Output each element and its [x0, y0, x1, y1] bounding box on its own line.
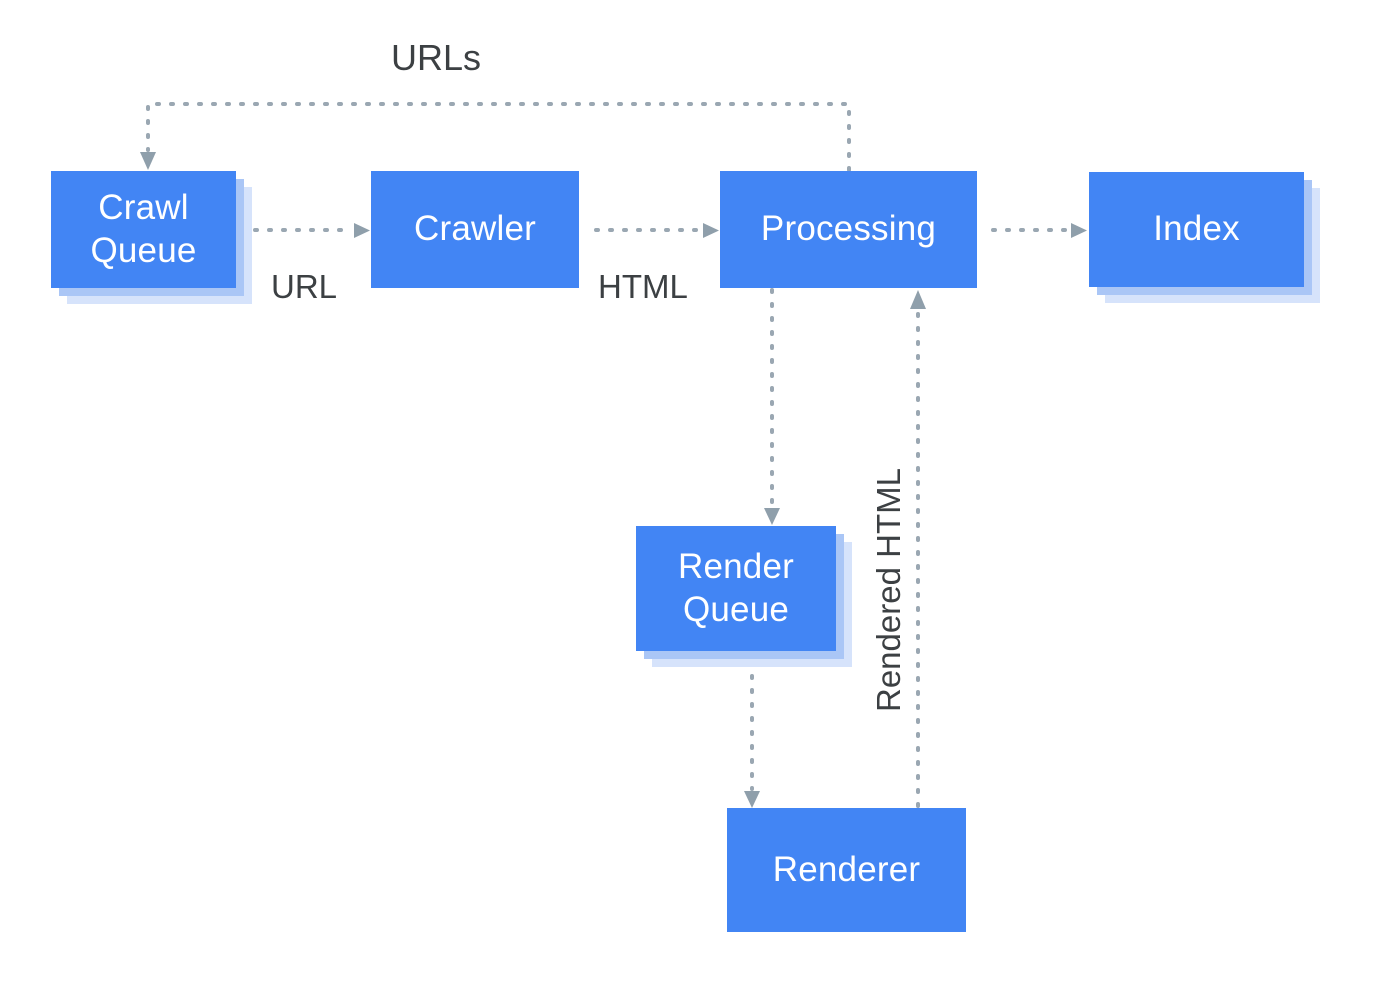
edge-processing-to-index — [991, 223, 1087, 238]
edge-render-queue-to-renderer — [744, 674, 760, 808]
node-renderer-label: Renderer — [772, 849, 921, 889]
edge-label-rendered-html: Rendered HTML — [870, 468, 907, 712]
node-render-queue-label: Render Queue — [678, 546, 794, 629]
node-index[interactable]: Index — [1089, 172, 1304, 287]
node-crawl-queue[interactable]: Crawl Queue — [51, 171, 236, 288]
edge-crawl-queue-to-crawler — [253, 223, 370, 238]
node-crawler[interactable]: Crawler — [371, 171, 579, 288]
edge-processing-to-crawl-queue — [140, 102, 851, 172]
node-render-queue[interactable]: Render Queue — [636, 526, 836, 651]
edge-crawler-to-processing — [594, 223, 719, 238]
node-index-label: Index — [1153, 209, 1240, 249]
node-renderer[interactable]: Renderer — [727, 808, 966, 932]
edge-label-urls: URLs — [391, 37, 482, 78]
node-processing[interactable]: Processing — [720, 171, 977, 288]
edge-processing-to-render-queue — [764, 288, 780, 525]
edge-label-html: HTML — [598, 268, 688, 305]
edge-label-url: URL — [271, 268, 338, 305]
node-processing-label: Processing — [760, 209, 937, 249]
node-crawl-queue-label: Crawl Queue — [90, 187, 197, 270]
node-crawler-label: Crawler — [414, 209, 536, 249]
edge-renderer-to-processing — [910, 290, 926, 808]
